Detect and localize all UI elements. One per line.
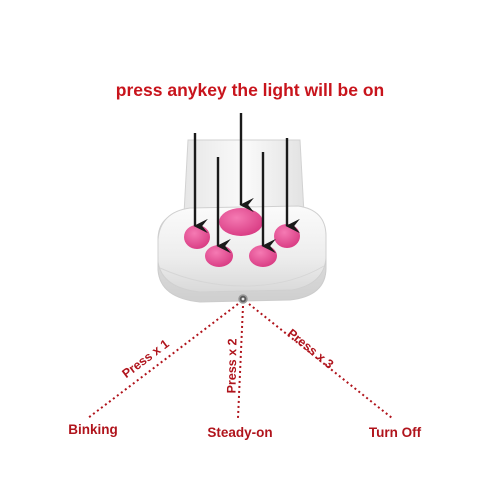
- paw-pad-right[interactable]: [274, 224, 300, 248]
- paw-pad-lower-left[interactable]: [205, 245, 233, 267]
- mode-label-turn-off: Turn Off: [369, 425, 422, 440]
- mode-label-binking: Binking: [68, 422, 118, 437]
- paw-pad-center[interactable]: [219, 208, 263, 236]
- paw-pad-left[interactable]: [184, 225, 210, 249]
- press-label-3: Press x 3: [285, 326, 337, 371]
- mode-label-steady-on: Steady-on: [207, 425, 272, 440]
- headline: press anykey the light will be on: [116, 80, 384, 100]
- mode-line-3: [248, 303, 393, 419]
- press-label-2: Press x 2: [225, 338, 240, 393]
- mode-line-1: [87, 303, 239, 419]
- mode-lines: [87, 303, 393, 419]
- paw-pad-lower-right[interactable]: [249, 245, 277, 267]
- mode-line-2: [237, 305, 244, 419]
- arrow-down-icon: [193, 113, 300, 254]
